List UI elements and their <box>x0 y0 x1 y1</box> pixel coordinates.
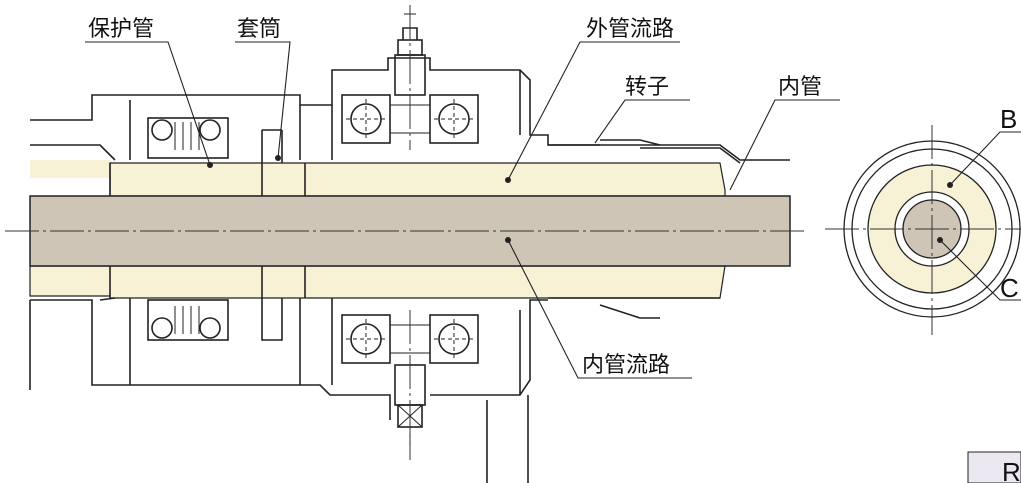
label-rotor: 转子 <box>625 75 669 100</box>
label-section-b: B <box>1000 104 1017 134</box>
label-inner-tube: 内管 <box>778 75 822 100</box>
housing-upper <box>30 57 790 196</box>
outer-flow-annulus <box>29 160 726 299</box>
label-protective-tube: 保护管 <box>88 17 154 42</box>
cross-section-view <box>825 125 1021 335</box>
seal-spring-lower <box>147 299 229 341</box>
label-outer-flow-path: 外管流路 <box>586 17 674 42</box>
label-section-c: C <box>1000 273 1019 303</box>
label-sleeve: 套筒 <box>237 17 281 42</box>
corner-box-text: R <box>1002 457 1021 483</box>
seal-spring-upper <box>147 117 229 159</box>
leader-lines <box>85 41 1021 379</box>
bearing-lower <box>341 314 479 364</box>
corner-box <box>967 451 1021 483</box>
bearing-upper <box>341 94 479 144</box>
label-inner-flow-path: 内管流路 <box>582 353 670 378</box>
housing-lower <box>29 266 720 483</box>
